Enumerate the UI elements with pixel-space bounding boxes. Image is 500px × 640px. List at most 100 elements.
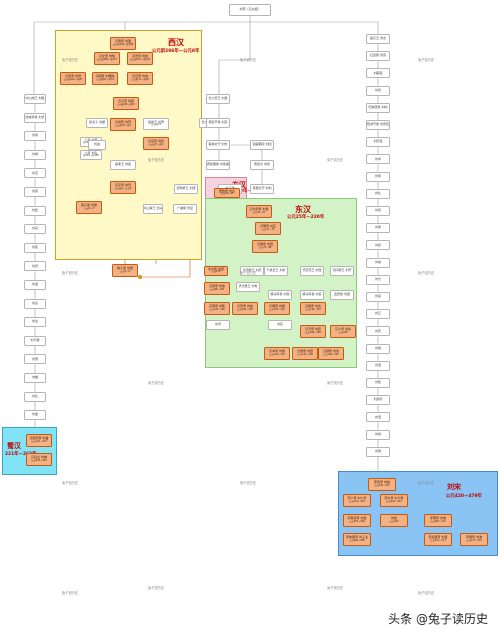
node-label: 红懿侯 刘富 (370, 53, 386, 58)
node-reign: 公元前195—前188 (112, 42, 134, 46)
right-node-10: 刘武 (366, 206, 390, 216)
node-reign: 公元106—125 (237, 307, 253, 311)
node-label: 汉后主 刘禅 (31, 455, 47, 460)
donghan-node-15: 千乘贞王 刘伉 (264, 266, 288, 276)
region-xihan: 西汉 公元前206年—公元8年 (55, 30, 202, 260)
xihan-node-8: 汉哀帝 刘欣公元前7—前1 (143, 137, 169, 150)
xihan-node-4: 汉昭帝 刘弗陵公元前87—前74 (92, 72, 118, 85)
donghan-node-2: 汉章帝 刘炟公元75—88 (252, 240, 278, 253)
node-label: 刘不疑 (30, 338, 40, 342)
donghan-node-18: 蠡吾侯 刘翼 (330, 290, 354, 300)
node-reign: 公元前1—公元5 (114, 186, 132, 190)
xihan-node-1: 汉文帝 刘恒公元前180—前157 (94, 52, 120, 65)
watermark: 兔子说历史 (327, 158, 343, 162)
donghan-node-14: 清河孝王 刘庆 (240, 266, 264, 276)
node-label: 定陶恭王 刘康 (176, 186, 196, 191)
xihan-node-9: 汉平帝 刘衎公元前1—公元5 (110, 181, 136, 194)
node-label: 汉明帝 刘庄 (260, 224, 276, 229)
donghan-node-0: 汉光武帝 刘秀公元25—57 (246, 205, 272, 218)
middle-node-5: 舂陵戴侯 刘熊渠 (206, 160, 230, 170)
left-node-1: 陆城亭侯 刘贞 (24, 112, 46, 123)
region-donghan: 东汉 公元25年—220年 (205, 198, 357, 368)
node-label: 刘岑 (374, 156, 381, 161)
right-node-18: 刘恒 (366, 343, 390, 354)
node-label: 解渎亭侯 刘苌 (302, 292, 322, 297)
donghan-node-1: 汉明帝 刘庄公元57—75 (255, 222, 281, 235)
succession-marker (137, 275, 142, 280)
liusong-node-5: 宋明帝 刘彧公元465—472 (424, 514, 452, 527)
node-label: 广戚侯 刘显 (177, 206, 193, 211)
node-label: 刘靖 (374, 259, 381, 264)
node-reign: 公元前141—前87 (63, 77, 83, 81)
watermark: 兔子说历史 (418, 58, 434, 62)
node-label: 刘英 (31, 189, 38, 194)
node-reign: 公元前48—前33 (117, 102, 135, 106)
node-reign: 公元6—8 (84, 206, 94, 210)
node-label: 南顿令 刘钦 (254, 162, 270, 167)
node-label: 刘鸿 (214, 322, 221, 327)
node-label: 汉和帝 刘肇 (209, 284, 225, 289)
liusong-node-3: 宋孝武帝 刘骏公元453—464 (343, 514, 371, 527)
node-label: 刘旭孙 (373, 397, 383, 402)
node-reign: 公元424—453 (386, 499, 402, 503)
left-node-12: 刘达 (24, 317, 46, 328)
right-node-16: 刘正 (366, 309, 390, 320)
xihan-node-18: 广戚侯 刘显 (173, 204, 197, 214)
watermark: 兔子说历史 (62, 58, 78, 62)
right-node-17: 刘安 (366, 326, 390, 337)
node-label: 汉武帝 刘彻 (65, 74, 81, 79)
node-label: 刘英 (374, 294, 381, 299)
node-label: 汉冲帝 刘炳 (269, 349, 285, 354)
left-node-10: 刘谊 (24, 280, 46, 290)
right-node-24: 刘翘 (366, 446, 390, 457)
node-label: 刘苌 (276, 322, 283, 327)
region-sub-shuhan: 221年—263年 (5, 452, 37, 457)
liusong-node-4: 宋前废帝 刘子业公元464—465 (343, 533, 371, 546)
liusong-node-8: 刘劭公元453 (380, 514, 408, 527)
root-label: 刘邦（汉太祖） (239, 7, 261, 12)
xihan-node-17: 中山孝王 刘兴 (143, 204, 163, 214)
node-label: 汉光武帝 刘秀 (249, 207, 269, 212)
node-label: 汉惠帝 刘盈 (115, 39, 131, 44)
right-node-23: 刘靖 (366, 429, 390, 440)
node-reign: 公元前33—前7 (115, 123, 131, 127)
node-label: 刘庆忌 (373, 139, 383, 144)
node-label: 中山孝王 刘兴 (143, 206, 163, 211)
middle-node-1: 舂陵节侯 刘买 (206, 118, 230, 128)
left-node-7: 刘哀 (24, 224, 46, 235)
node-label: 刘雄 (31, 375, 38, 380)
donghan-node-8: 汉质帝 刘缵公元145—146 (292, 347, 318, 360)
node-label: 宋后废帝 刘昱 (428, 535, 448, 540)
node-label: 刘禄 (31, 152, 38, 156)
node-label: 少帝 刘弘 (84, 150, 98, 155)
node-label: 汉质帝 刘缵 (297, 349, 313, 354)
node-reign: 公元420—422 (374, 483, 390, 487)
node-reign: 公元125 (211, 270, 221, 274)
node-reign: 公元6—8 (120, 269, 130, 273)
node-label: 刘恒 (374, 345, 381, 350)
left-node-5: 刘英 (24, 187, 46, 197)
node-label: 汉少帝 刘辩 (335, 327, 351, 332)
right-node-8: 刘恭 (366, 171, 390, 182)
node-label: 刘德 (374, 87, 381, 92)
footer-credit: 头条 @兔子读历史 (388, 612, 488, 626)
node-label: 刘辟强 (373, 70, 383, 75)
middle-node-6: 苍梧太守 刘利 (250, 184, 274, 194)
xihan-node-5: 汉宣帝 刘询公元前74—前48 (127, 72, 153, 85)
right-node-12: 刘彤 (366, 240, 390, 251)
node-reign: 公元453—464 (349, 519, 365, 523)
region-sub-xinhan: 公元23年—25年 (228, 189, 263, 194)
connector-line (250, 21, 379, 34)
node-label: 汉安帝 刘祜 (237, 304, 253, 309)
node-label: 楚孝王 刘嚣 (115, 162, 131, 167)
donghan-node-6: 汉顺帝 刘保公元125—144 (264, 302, 290, 315)
node-label: 蠡吾侯 刘翼 (334, 292, 350, 297)
region-title-shuhan: 蜀汉 (7, 442, 21, 450)
node-label: 汉昭烈帝 刘备 (29, 436, 49, 441)
node-reign: 公元221—223 (31, 439, 47, 443)
node-reign: 公元189 (338, 330, 348, 334)
node-reign: 公元25—57 (252, 210, 266, 214)
xihan-node-2: 汉景帝 刘启公元前157—前141 (127, 52, 153, 65)
left-node-0: 中山靖王 刘胜 (24, 94, 46, 104)
